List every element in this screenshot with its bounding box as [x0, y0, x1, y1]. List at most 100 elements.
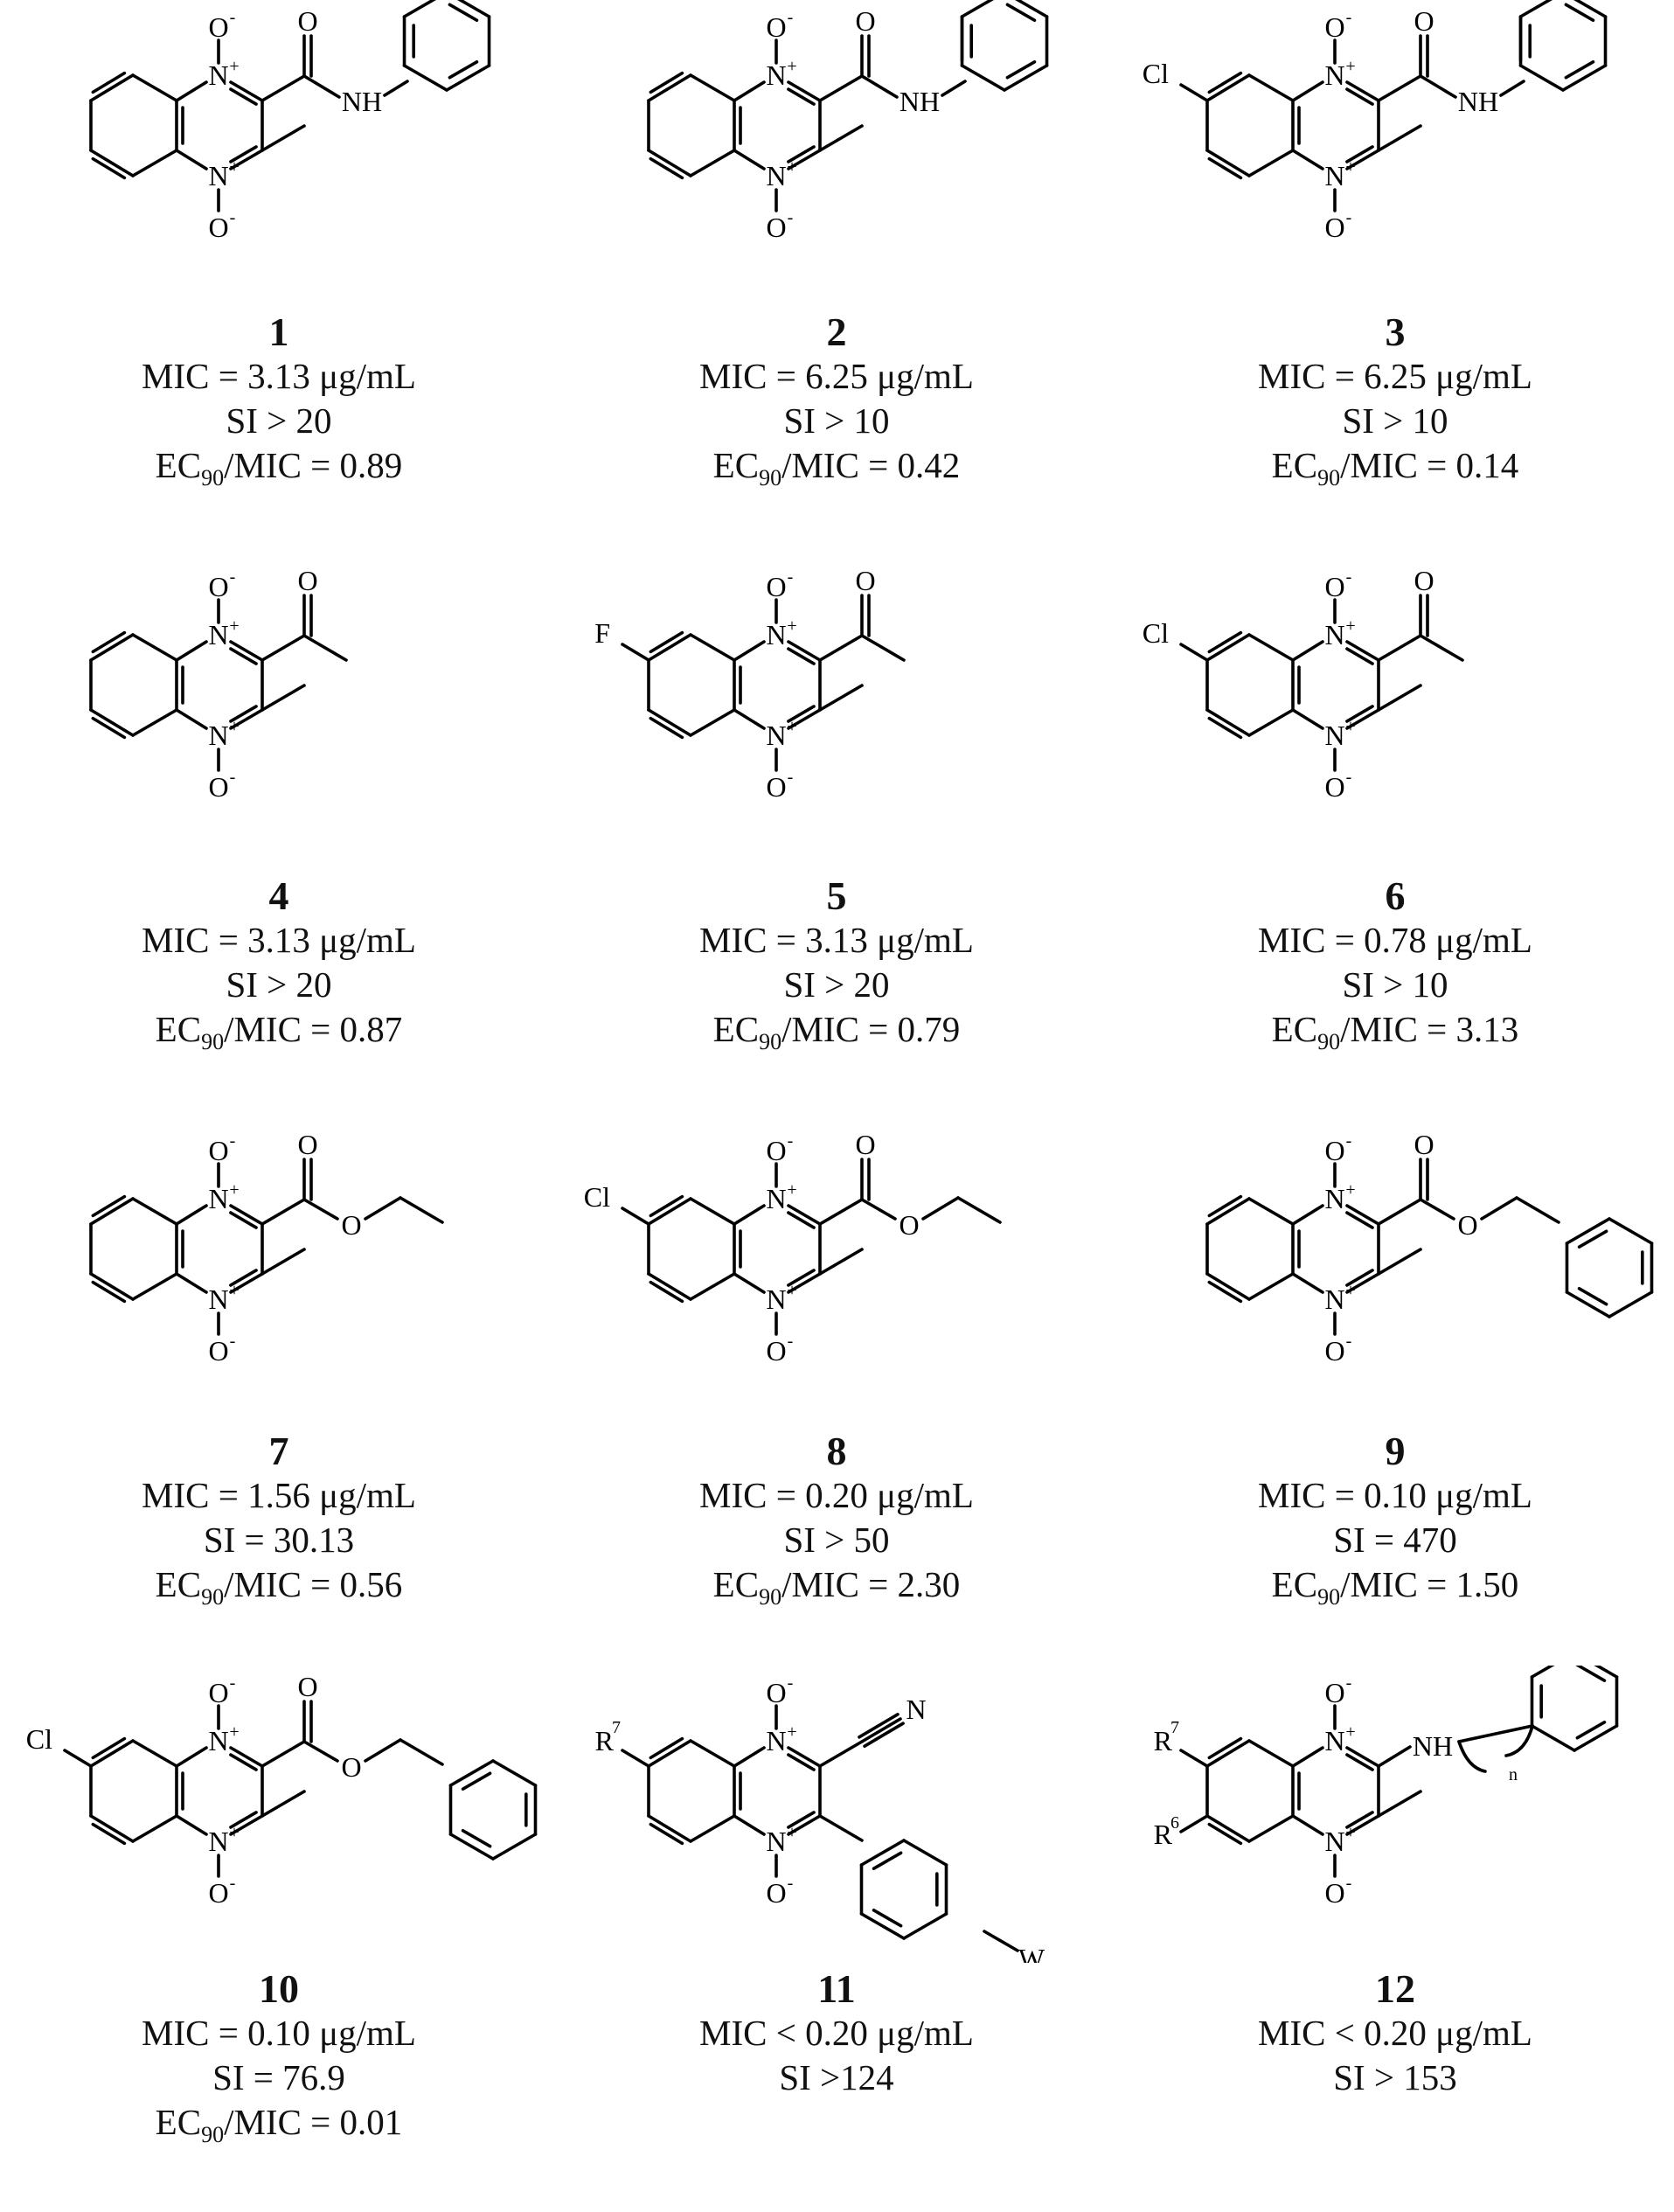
si-value: SI > 20 — [783, 964, 890, 1005]
si-value: SI > 50 — [783, 1520, 890, 1560]
bond — [229, 1272, 264, 1294]
double-bond — [229, 1753, 258, 1771]
double-bond — [91, 1736, 127, 1760]
bond — [1345, 708, 1380, 730]
chain-index-n: n — [1509, 1765, 1518, 1784]
methyl-bond — [1377, 1790, 1422, 1818]
double-bond — [229, 1269, 258, 1287]
charge-minus: - — [230, 8, 236, 27]
charge-plus: + — [787, 57, 796, 76]
charge-plus: + — [1345, 1722, 1355, 1742]
bond — [689, 708, 736, 737]
ec-subscript: 90 — [201, 1029, 225, 1054]
si-value: SI > 20 — [226, 964, 332, 1005]
n-plus-atom: N — [208, 619, 228, 650]
methyl-bond — [818, 684, 864, 712]
charge-plus: + — [229, 717, 239, 736]
bond — [689, 1272, 736, 1301]
ring-double-bond — [461, 1829, 492, 1848]
ring-bond — [1594, 1666, 1619, 1679]
oxide-oxygen: O — [1324, 771, 1344, 803]
carbonyl-oxygen: O — [855, 5, 875, 37]
charge-plus: + — [229, 1722, 239, 1742]
ring-double-bond — [872, 1851, 903, 1870]
double-bond — [229, 1811, 258, 1829]
charge-minus: - — [1346, 1673, 1352, 1693]
charge-plus: + — [1345, 1281, 1355, 1300]
bond — [733, 1814, 766, 1836]
molecule-svg: N+N+O-O-OO — [89, 1129, 444, 1367]
methyl-bond — [1377, 124, 1422, 152]
charge-minus: - — [788, 8, 794, 27]
bond — [647, 1739, 692, 1768]
double-bond — [229, 145, 258, 163]
compound-number: 8 — [826, 1429, 847, 1473]
methyl-bond — [860, 634, 906, 662]
alkyl-bond — [399, 1196, 444, 1224]
ec90-mic-ratio: EC90/MIC = 0.79 — [558, 1007, 1115, 1054]
ring-bond — [402, 0, 437, 18]
bond — [1345, 1272, 1380, 1294]
charge-minus: - — [230, 208, 236, 227]
si-value: SI >124 — [779, 2057, 894, 2097]
ec-label: EC — [1271, 1009, 1318, 1049]
bond — [302, 1740, 339, 1763]
ec-subscript: 90 — [1317, 1584, 1341, 1610]
bond — [89, 1197, 135, 1226]
si-value: SI > 10 — [1342, 964, 1448, 1005]
methyl-bond — [260, 1248, 306, 1276]
bond — [787, 80, 822, 102]
oxide-oxygen: O — [208, 212, 228, 243]
ec-subscript: 90 — [759, 1584, 782, 1610]
charge-minus: - — [788, 1673, 794, 1693]
double-bond — [229, 1211, 258, 1229]
bond — [1247, 1197, 1295, 1226]
ring-double-bond — [461, 1771, 492, 1791]
bond — [647, 1814, 692, 1843]
bond — [89, 73, 135, 102]
substituent-bond — [1179, 1814, 1209, 1833]
bond — [1345, 1204, 1380, 1226]
bond — [1247, 1814, 1295, 1843]
chain-paren-right — [1504, 1724, 1534, 1757]
double-bond — [649, 716, 684, 740]
n-plus-atom: N — [1324, 1183, 1344, 1214]
si-value: SI > 20 — [226, 400, 332, 441]
double-bond — [1345, 705, 1374, 723]
bond — [1480, 1196, 1518, 1221]
bond — [260, 1198, 306, 1226]
bond — [1247, 149, 1295, 177]
ring-bond — [1518, 64, 1565, 92]
ring-bond — [402, 64, 448, 92]
oxide-oxygen: O — [1324, 1677, 1344, 1708]
n-plus-atom: N — [208, 59, 228, 91]
double-bond — [649, 157, 684, 180]
bond — [1247, 1272, 1295, 1301]
ec-label: EC — [1271, 1564, 1318, 1604]
ec-label: EC — [155, 1564, 202, 1604]
charge-plus: + — [787, 157, 796, 177]
bond — [175, 1814, 208, 1836]
charge-plus: + — [229, 1823, 239, 1842]
ec90-mic-ratio: EC90/MIC = 0.56 — [0, 1562, 558, 1609]
double-bond — [229, 87, 258, 106]
charge-minus: - — [1346, 768, 1352, 787]
compound-number: 10 — [259, 1966, 299, 2011]
oxide-oxygen: O — [766, 1677, 786, 1708]
bond — [229, 1204, 264, 1226]
oxide-oxygen: O — [766, 571, 786, 602]
oxide-oxygen: O — [208, 771, 228, 803]
ring-bond — [960, 0, 995, 18]
charge-minus: - — [1346, 1131, 1352, 1151]
ec-ratio-value: /MIC = 0.87 — [224, 1009, 403, 1049]
fluoro-substituent: F — [594, 617, 610, 649]
ec-subscript: 90 — [201, 2122, 225, 2147]
